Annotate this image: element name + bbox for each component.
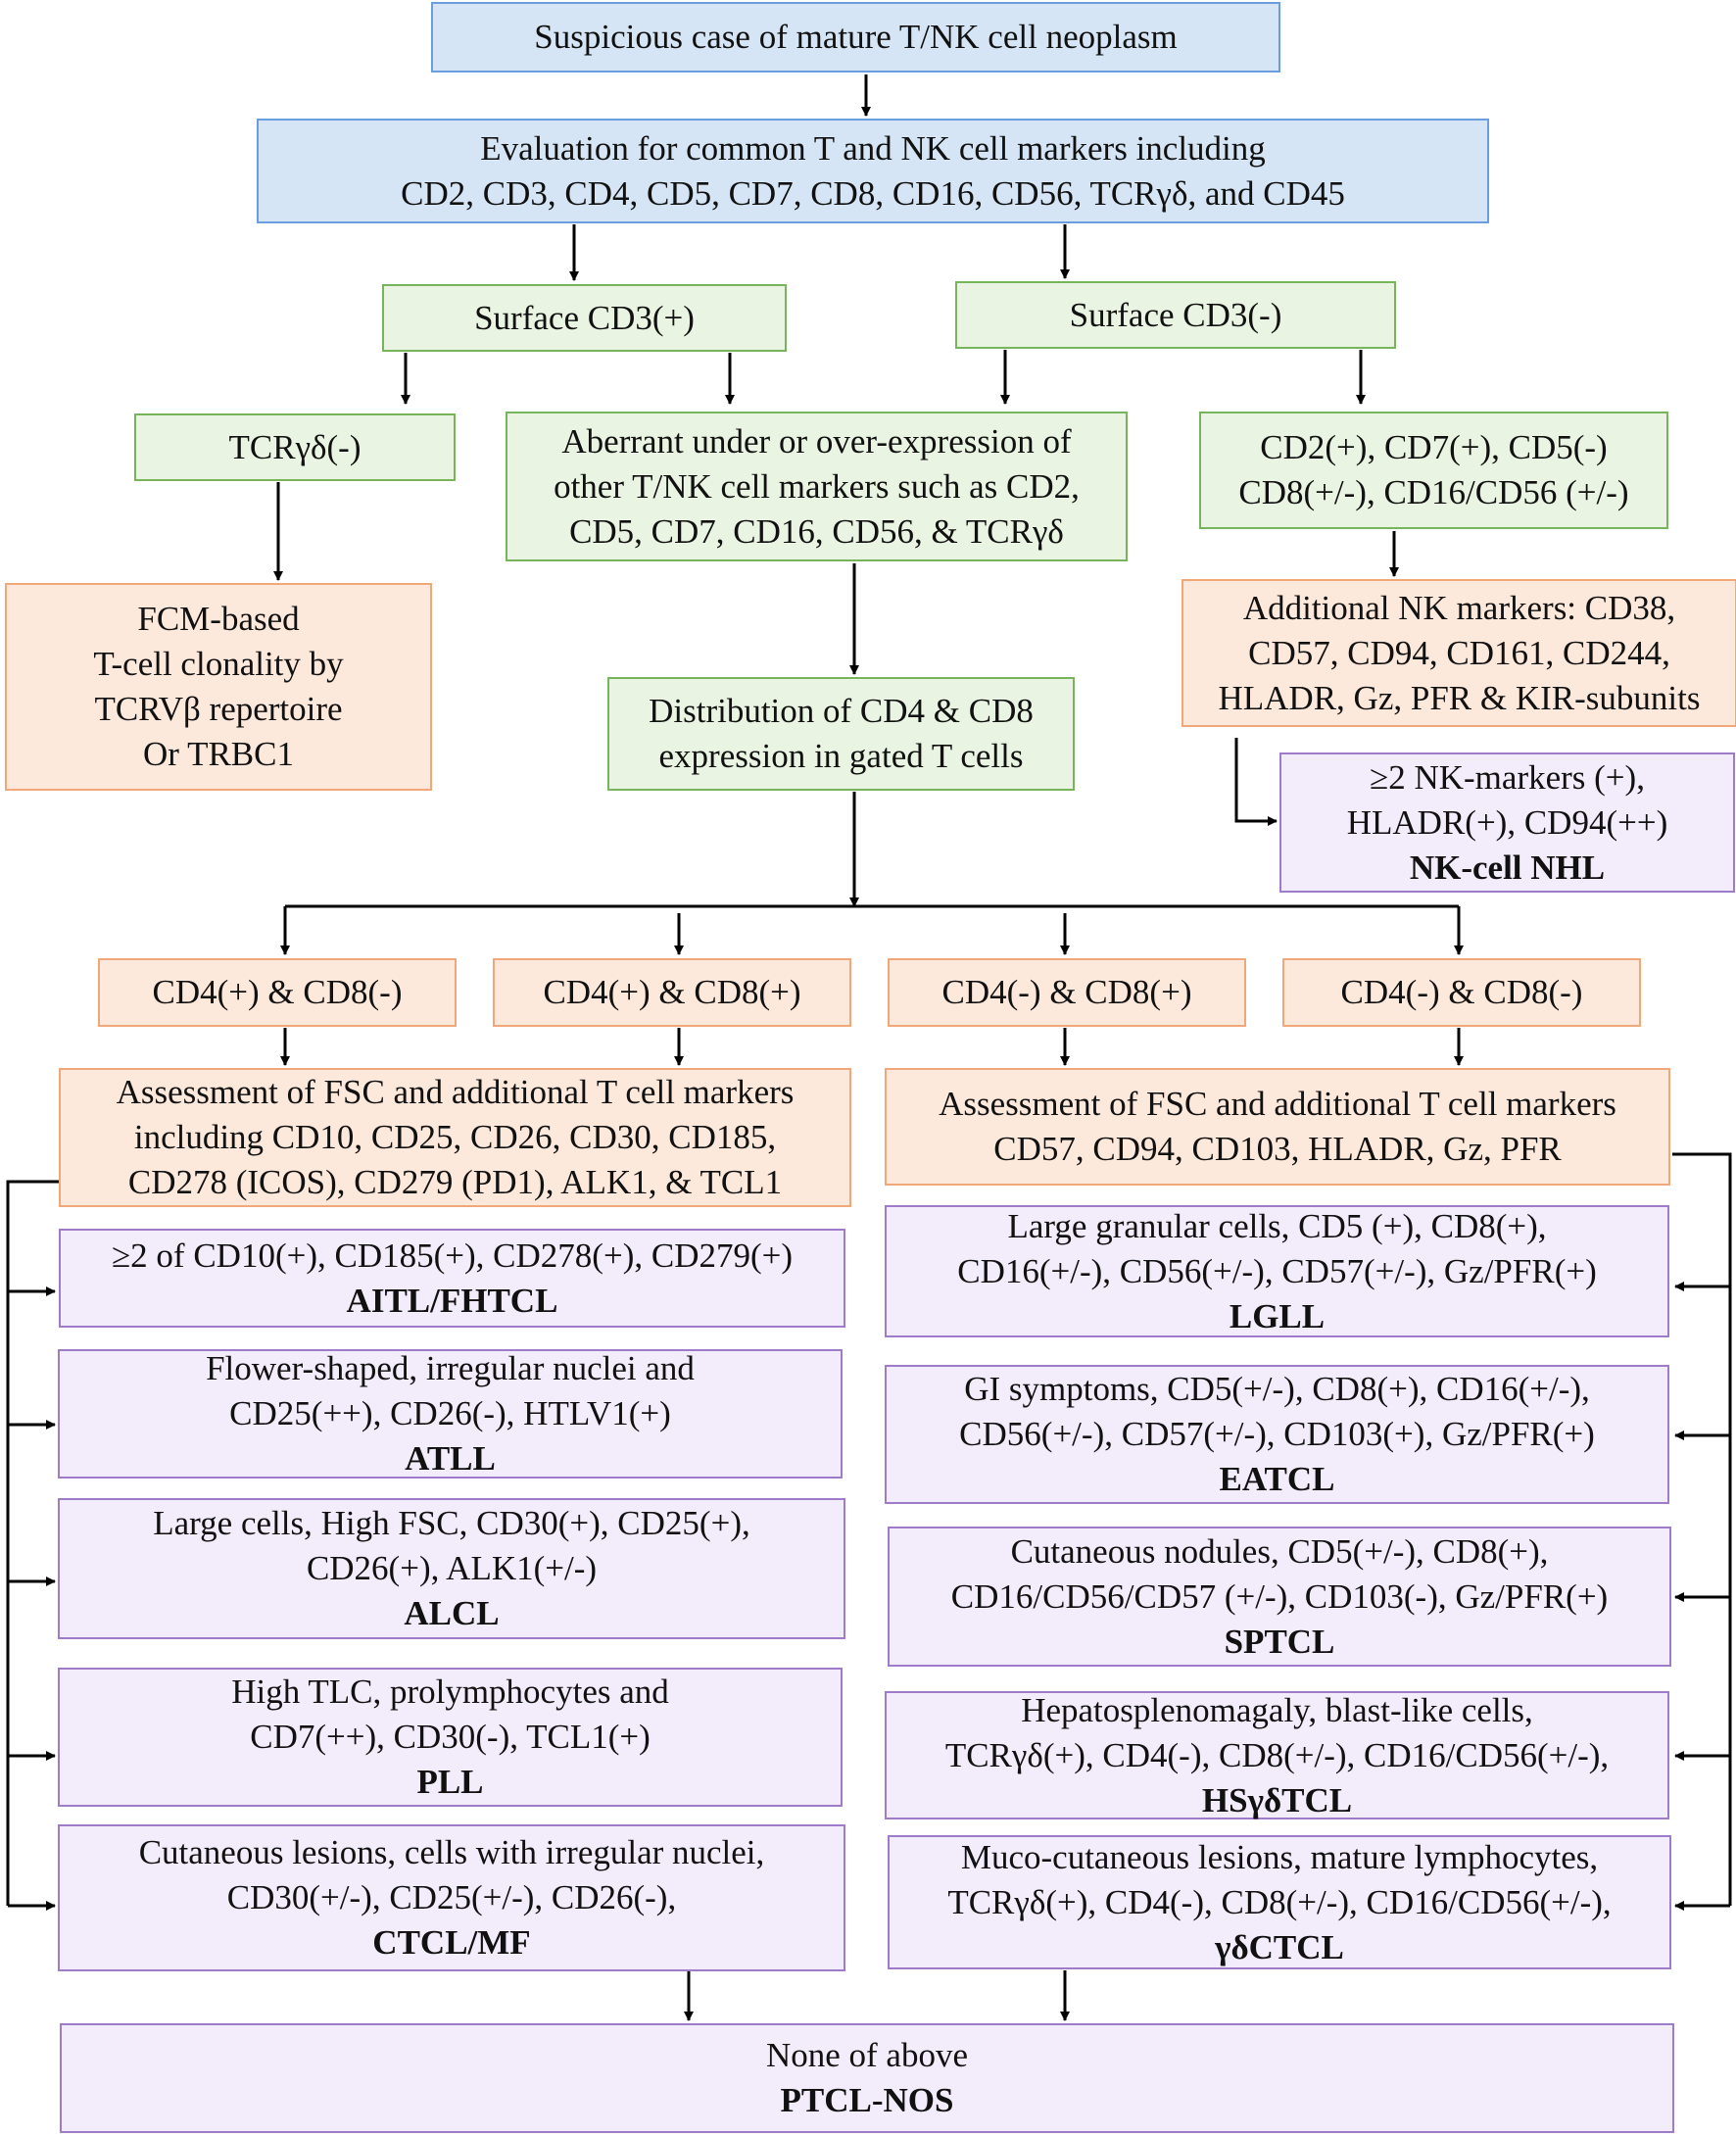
cd3-negative-box: Surface CD3(-) [955, 281, 1396, 349]
dx-name: PLL [416, 1763, 484, 1801]
subset-cd4pos-cd8pos: CD4(+) & CD8(+) [493, 958, 851, 1027]
cd3-positive-box: Surface CD3(+) [382, 284, 787, 352]
dx-lgll: Large granular cells, CD5 (+), CD8(+), C… [885, 1205, 1669, 1337]
assessment-right-box: Assessment of FSC and additional T cell … [885, 1068, 1670, 1186]
dx-name: ATLL [405, 1439, 496, 1478]
dx-ctcl-mf: Cutaneous lesions, cells with irregular … [58, 1824, 845, 1971]
dx-name: AITL/FHTCL [346, 1281, 558, 1320]
dx-name: γδCTCL [1215, 1927, 1344, 1966]
subset-cd4pos-cd8neg: CD4(+) & CD8(-) [98, 958, 457, 1027]
evaluation-box: Evaluation for common T and NK cell mark… [257, 119, 1489, 223]
fcm-clonality-box: FCM-based T-cell clonality by TCRVβ repe… [5, 583, 432, 791]
right-bracket [1672, 1152, 1732, 1906]
dx-eatcl: GI symptoms, CD5(+/-), CD8(+), CD16(+/-)… [885, 1365, 1669, 1504]
dx-name: PTCL-NOS [780, 2081, 954, 2119]
dx-name: LGLL [1229, 1296, 1326, 1335]
assessment-left-box: Assessment of FSC and additional T cell … [59, 1068, 851, 1207]
dx-ptcl-nos: None of above PTCL-NOS [60, 2023, 1674, 2133]
dx-name: EATCL [1219, 1460, 1335, 1498]
dx-name: NK-cell NHL [1409, 848, 1606, 887]
additional-nk-markers-box: Additional NK markers: CD38, CD57, CD94,… [1181, 579, 1736, 727]
arrow-nkmarkers-to-nhl [1234, 738, 1278, 826]
dx-name: ALCL [404, 1594, 500, 1632]
start-box: Suspicious case of mature T/NK cell neop… [431, 2, 1280, 73]
dx-name: HSγδTCL [1201, 1780, 1353, 1819]
dx-aitl-fhtcl: ≥2 of CD10(+), CD185(+), CD278(+), CD279… [59, 1229, 845, 1328]
aberrant-expression-box: Aberrant under or over-expression of oth… [506, 412, 1128, 561]
dx-atll: Flower-shaped, irregular nuclei and CD25… [58, 1349, 843, 1479]
dx-gdctcl: Muco-cutaneous lesions, mature lymphocyt… [888, 1835, 1671, 1969]
dx-alcl: Large cells, High FSC, CD30(+), CD25(+),… [58, 1498, 845, 1639]
dx-hsgdtcl: Hepatosplenomagaly, blast-like cells, TC… [885, 1691, 1669, 1819]
cd4-cd8-distribution-box: Distribution of CD4 & CD8 expression in … [607, 677, 1075, 791]
subset-cd4neg-cd8neg: CD4(-) & CD8(-) [1282, 958, 1641, 1027]
nk-profile-box: CD2(+), CD7(+), CD5(-) CD8(+/-), CD16/CD… [1199, 412, 1668, 529]
dx-name: CTCL/MF [372, 1923, 531, 1962]
subset-cd4neg-cd8pos: CD4(-) & CD8(+) [888, 958, 1246, 1027]
nk-cell-nhl-box: ≥2 NK-markers (+), HLADR(+), CD94(++) NK… [1279, 752, 1735, 893]
tcr-negative-box: TCRγδ(-) [134, 413, 456, 481]
dx-sptcl: Cutaneous nodules, CD5(+/-), CD8(+), CD1… [888, 1527, 1671, 1667]
dx-name: SPTCL [1224, 1622, 1335, 1661]
dx-pll: High TLC, prolymphocytes and CD7(++), CD… [58, 1668, 843, 1807]
left-bracket [6, 1180, 61, 1906]
